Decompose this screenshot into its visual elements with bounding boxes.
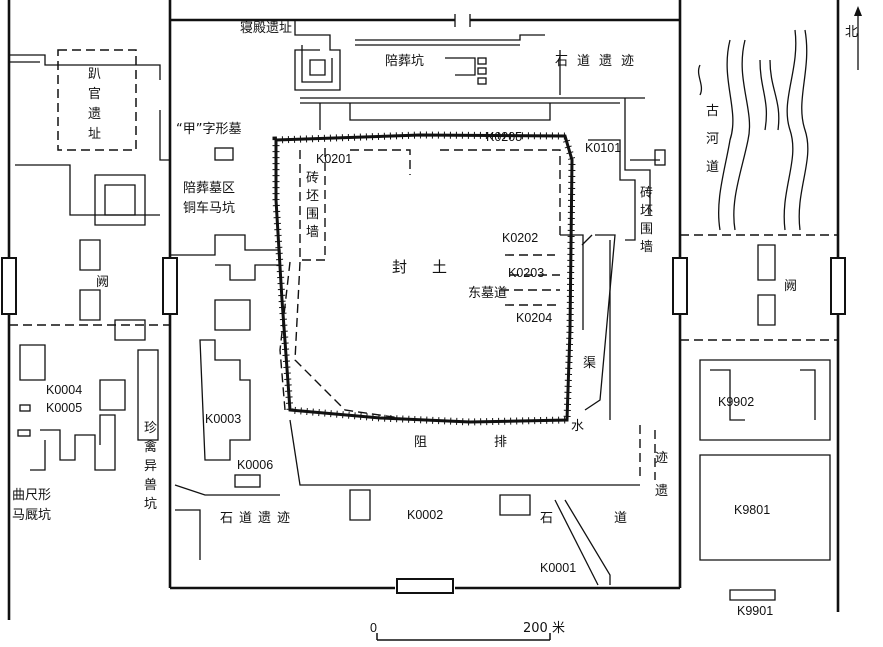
svg-text:遗: 遗 bbox=[88, 107, 101, 122]
label-tong-che: 铜车马坑 bbox=[183, 200, 235, 216]
code-k0203: K0203 bbox=[508, 266, 544, 280]
svg-text:官: 官 bbox=[88, 86, 101, 102]
label-dao-bottom: 道 bbox=[614, 511, 627, 526]
code-k0002: K0002 bbox=[407, 508, 443, 522]
code-k0202: K0202 bbox=[502, 231, 538, 245]
label-zhuan-wei-qiang-right: 砖 坯 围 墙 bbox=[640, 186, 653, 255]
label-que-left: 阙 bbox=[96, 275, 109, 290]
svg-text:道: 道 bbox=[706, 160, 719, 175]
code-k0101: K0101 bbox=[585, 141, 621, 155]
label-zhuan-wei-qiang-left: 砖 坯 围 墙 bbox=[306, 171, 319, 240]
label-pai: 排 bbox=[494, 435, 507, 450]
code-k0003: K0003 bbox=[205, 412, 241, 426]
label-shi-dao-bottom-left: 石道遗迹 bbox=[220, 511, 296, 526]
svg-text:砖: 砖 bbox=[640, 186, 653, 201]
label-que-right: 阙 bbox=[784, 279, 797, 294]
north-structures bbox=[294, 20, 666, 241]
svg-text:封: 封 bbox=[392, 258, 407, 276]
code-k0201: K0201 bbox=[316, 152, 352, 166]
svg-text:迹: 迹 bbox=[655, 451, 668, 466]
code-k9901: K9901 bbox=[737, 604, 773, 618]
svg-text:围: 围 bbox=[306, 207, 319, 222]
svg-text:异: 异 bbox=[144, 459, 157, 474]
label-pei-zang-keng: 陪葬坑 bbox=[385, 54, 424, 69]
svg-text:珍: 珍 bbox=[144, 421, 157, 436]
code-k0005: K0005 bbox=[46, 401, 82, 415]
mound-outline bbox=[272, 131, 576, 426]
brick-wall-dashed bbox=[279, 148, 561, 419]
svg-text:坯: 坯 bbox=[640, 204, 653, 219]
label-shi-dao-top: 石道遗迹 bbox=[555, 54, 643, 69]
svg-text:河: 河 bbox=[706, 132, 719, 147]
label-qu-chi: 曲尺形 马厩坑 bbox=[12, 488, 51, 523]
svg-text:墙: 墙 bbox=[306, 225, 319, 240]
svg-text:围: 围 bbox=[640, 222, 653, 237]
svg-text:址: 址 bbox=[88, 127, 101, 142]
drainage-channel bbox=[289, 234, 656, 586]
code-k0001: K0001 bbox=[540, 561, 576, 575]
label-shui: 水 bbox=[571, 419, 584, 434]
scale-end-label: 200 米 bbox=[523, 621, 565, 636]
svg-text:古: 古 bbox=[706, 104, 719, 119]
east-structures bbox=[680, 29, 838, 601]
code-k0205: K0205 bbox=[486, 130, 522, 144]
code-k9902: K9902 bbox=[718, 395, 754, 409]
code-k0006: K0006 bbox=[237, 458, 273, 472]
label-gu-he-dao: 古 河 道 bbox=[706, 104, 719, 175]
svg-text:马厩坑: 马厩坑 bbox=[12, 508, 51, 523]
svg-text:兽: 兽 bbox=[144, 478, 157, 493]
gate-markers bbox=[1, 14, 846, 594]
central-west-structures bbox=[170, 147, 531, 560]
north-arrow-icon bbox=[854, 6, 862, 70]
west-structures bbox=[9, 49, 170, 471]
inner-wall bbox=[168, 0, 682, 590]
code-k9801: K9801 bbox=[734, 503, 770, 517]
scale-bar bbox=[376, 633, 551, 641]
label-pei-zang-mu-qu: 陪葬墓区 bbox=[183, 181, 235, 196]
label-shi-bottom: 石 bbox=[540, 511, 553, 526]
label-feng-tu: 封 土 bbox=[392, 258, 447, 276]
code-k0204: K0204 bbox=[516, 311, 552, 325]
label-bian-guan: 趴 官 遗 址 bbox=[88, 67, 101, 142]
svg-text:坑: 坑 bbox=[144, 497, 157, 512]
svg-text:砖: 砖 bbox=[306, 171, 319, 186]
svg-text:遗: 遗 bbox=[655, 484, 668, 499]
scale-start-label: 0 bbox=[370, 621, 377, 635]
label-north: 北 bbox=[845, 25, 858, 40]
label-jia-mu: “甲”字形墓 bbox=[176, 122, 241, 137]
svg-text:土: 土 bbox=[432, 258, 447, 276]
label-zu: 阻 bbox=[414, 435, 427, 450]
label-dong-mu-dao: 东墓道 bbox=[468, 286, 507, 301]
svg-text:禽: 禽 bbox=[144, 439, 157, 455]
label-qu: 渠 bbox=[583, 356, 596, 371]
label-zhen-qin: 珍 禽 异 兽 坑 bbox=[144, 421, 157, 512]
svg-text:坯: 坯 bbox=[306, 189, 319, 204]
svg-text:曲尺形: 曲尺形 bbox=[12, 488, 51, 503]
label-qin-dian: 寝殿遗址 bbox=[240, 20, 292, 36]
label-ji-yi-right: 迹 遗 bbox=[655, 451, 668, 499]
code-k0004: K0004 bbox=[46, 383, 82, 397]
svg-text:趴: 趴 bbox=[88, 67, 101, 82]
svg-text:墙: 墙 bbox=[640, 240, 653, 255]
